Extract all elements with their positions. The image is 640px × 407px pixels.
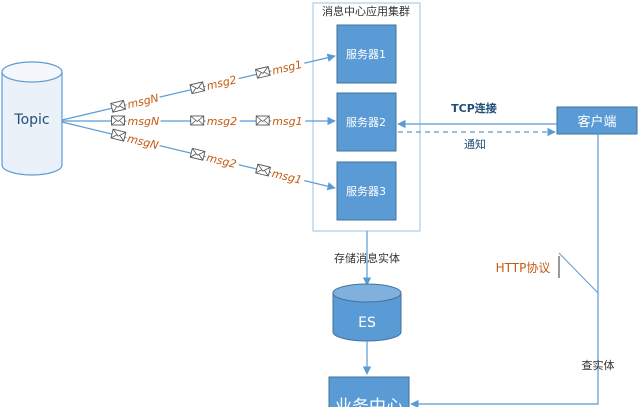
tcp-label: TCP连接 [451,101,497,115]
http-callout-line [558,252,599,294]
message-label: msgN [128,115,160,128]
client-label: 客户端 [577,114,616,130]
message-label: msg1 [271,167,304,187]
message-chip: msg1 [255,163,306,187]
message-chip: msg2 [190,115,240,128]
message-label: msg1 [272,115,302,128]
server-1-label: 服务器1 [346,48,386,61]
envelope-icon [111,115,125,126]
message-label: msg2 [205,151,238,171]
envelope-icon [254,65,271,79]
message-label: msgN [126,92,160,112]
business-label: 业务中心 [335,397,403,407]
message-chips: msgN msg2 msg1 msgN msg2 msg1 msgN msg2 msg1 [110,57,306,187]
envelope-icon [189,81,206,95]
server-1: 服务器1 [336,24,397,84]
query-line [410,134,599,407]
http-label: HTTP协议 [496,260,551,275]
server-3: 服务器3 [336,161,397,221]
es-label: ES [358,315,376,331]
envelope-icon [110,99,127,113]
message-chip: msg1 [254,57,306,79]
message-chip: msg1 [255,115,306,128]
topic-node: Topic [1,61,63,176]
client-node: 客户端 [556,106,638,135]
message-label: msg1 [271,58,304,78]
notify-label: 通知 [464,137,486,151]
topic-label: Topic [13,112,49,128]
server-2: 服务器2 [336,92,397,152]
envelope-icon [190,115,205,126]
message-chip: msgN [111,115,161,128]
store-label: 存储消息实体 [334,251,400,265]
envelope-icon [189,147,206,161]
envelope-icon [255,115,270,126]
query-label: 查实体 [582,358,615,372]
message-chip: msg2 [189,72,241,95]
envelope-icon [255,163,272,177]
message-label: msg2 [207,115,237,128]
business-node: 业务中心 [328,376,410,407]
message-label: msgN [126,132,160,152]
message-chip: msg2 [189,147,241,171]
message-chip: msgN [110,128,162,152]
server-3-label: 服务器3 [346,185,386,198]
cluster-label: 消息中心应用集群 [322,4,410,18]
message-chip: msgN [110,91,162,113]
message-label: msg2 [205,73,238,93]
envelope-icon [110,128,127,142]
server-2-label: 服务器2 [346,116,386,129]
es-node: ES [332,283,402,342]
